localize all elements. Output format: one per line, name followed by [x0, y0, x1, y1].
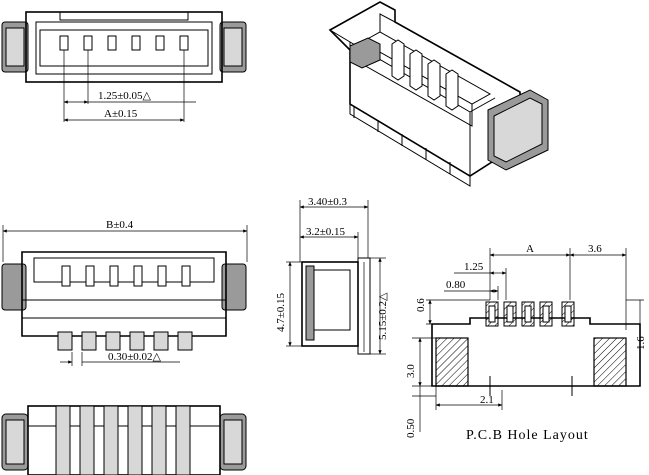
b-dimension: B±0.4 — [106, 219, 134, 231]
right-mounting-pad — [593, 337, 627, 387]
top-view: 1.25±0.05△ A±0.15 — [1, 11, 247, 122]
height-47-dimension: 4.7±0.15 — [275, 292, 287, 332]
pcb-06-dimension: 0.6 — [415, 298, 427, 312]
bottom-view — [1, 405, 247, 475]
signal-pads — [485, 301, 575, 327]
pcb-080-dimension: 0.80 — [446, 279, 466, 291]
depth-32-dimension: 3.2±0.15 — [306, 226, 346, 238]
pcb-30-dimension: 3.0 — [405, 364, 417, 378]
pin-width-dimension: 0.30±0.02△ — [108, 351, 162, 363]
left-mounting-pad — [435, 337, 469, 387]
front-pins — [61, 265, 191, 287]
pcb-hole-layout: A 3.6 1.25 0.80 0.6 — [405, 243, 647, 443]
pcb-a-dimension: A — [526, 243, 534, 255]
side-view: 3.40±0.3 3.2±0.15 4.7±0.15 5.15±0.2△ — [275, 196, 389, 355]
pcb-16-dimension: 1.6 — [635, 336, 647, 350]
a-dimension: A±0.15 — [104, 108, 138, 120]
pcb-050-dimension: 0.50 — [405, 418, 417, 438]
pcb-36-dimension: 3.6 — [588, 243, 602, 255]
front-pin-tails — [57, 331, 193, 351]
height-515-dimension: 5.15±0.2△ — [377, 292, 389, 340]
pcb-caption: P.C.B Hole Layout — [466, 428, 589, 443]
front-view: B±0.4 0.30±0.02△ — [1, 219, 248, 366]
pcb-125-dimension: 1.25 — [464, 261, 484, 273]
isometric-view — [328, 1, 549, 187]
depth-340-dimension: 3.40±0.3 — [308, 196, 348, 208]
pcb-21-dimension: 2.1 — [480, 394, 494, 406]
pitch-dimension: 1.25±0.05△ — [98, 90, 152, 102]
iso-pins — [391, 39, 459, 111]
bottom-pins — [55, 405, 191, 475]
